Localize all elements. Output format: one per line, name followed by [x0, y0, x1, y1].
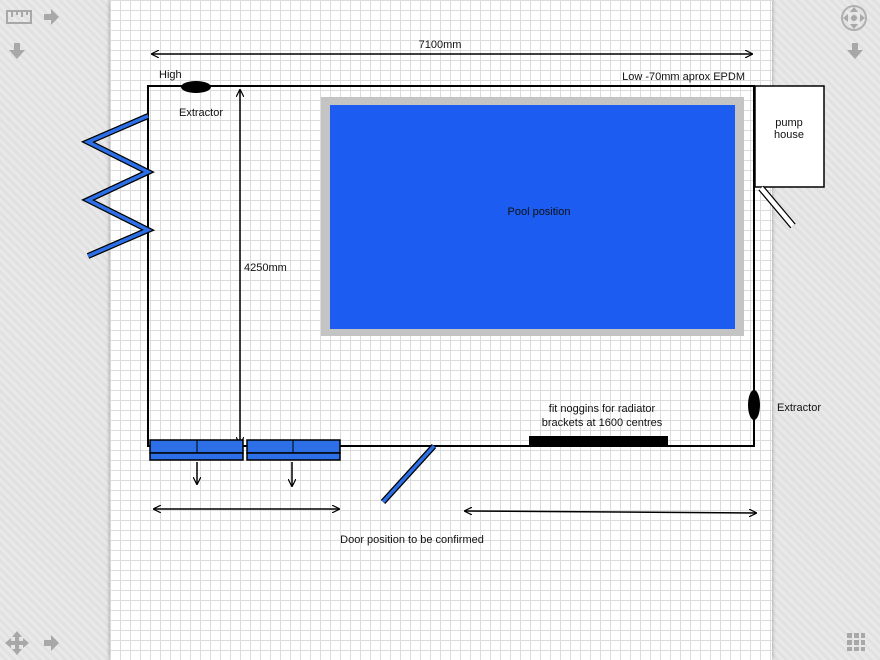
radiator-left[interactable]: [149, 439, 244, 461]
height-label: 4250mm: [244, 262, 287, 274]
extractor-right-label: Extractor: [777, 402, 821, 414]
nav-arrows-icon[interactable]: [840, 4, 868, 35]
pump-house-label-line1: pump: [775, 117, 803, 129]
door-note-label: Door position to be confirmed: [340, 534, 484, 546]
pool-label: Pool position: [508, 206, 571, 218]
width-label: 7100mm: [419, 39, 462, 51]
pump-house-label-line2: house: [774, 129, 804, 141]
pump-house-door[interactable]: [758, 185, 796, 229]
radiator-bracket-bar[interactable]: [529, 436, 668, 446]
noggins-label-line1: fit noggins for radiator: [549, 403, 656, 415]
pool[interactable]: [330, 105, 735, 329]
ruler-icon[interactable]: [6, 8, 32, 29]
bottom-right-dimension-arrow: [465, 511, 756, 513]
radiator-middle[interactable]: [246, 439, 341, 461]
extractor-right[interactable]: [748, 390, 760, 420]
move-icon[interactable]: [4, 630, 30, 659]
arrow-down-icon[interactable]: [846, 42, 864, 63]
arrow-right-icon[interactable]: [42, 634, 60, 655]
arrow-right-icon[interactable]: [42, 8, 60, 29]
arrow-down-icon[interactable]: [8, 42, 26, 63]
low-label: Low -70mm aprox EPDM: [622, 71, 745, 83]
pump-house[interactable]: [754, 85, 825, 188]
room-outline[interactable]: [147, 85, 755, 447]
door[interactable]: [380, 443, 437, 505]
noggins-label-line2: brackets at 1600 centres: [542, 417, 663, 429]
extractor-top[interactable]: [181, 81, 211, 93]
grid-icon[interactable]: [846, 632, 866, 655]
extractor-top-label: Extractor: [179, 107, 223, 119]
high-label: High: [159, 69, 182, 81]
left-sidebar: [0, 0, 110, 660]
